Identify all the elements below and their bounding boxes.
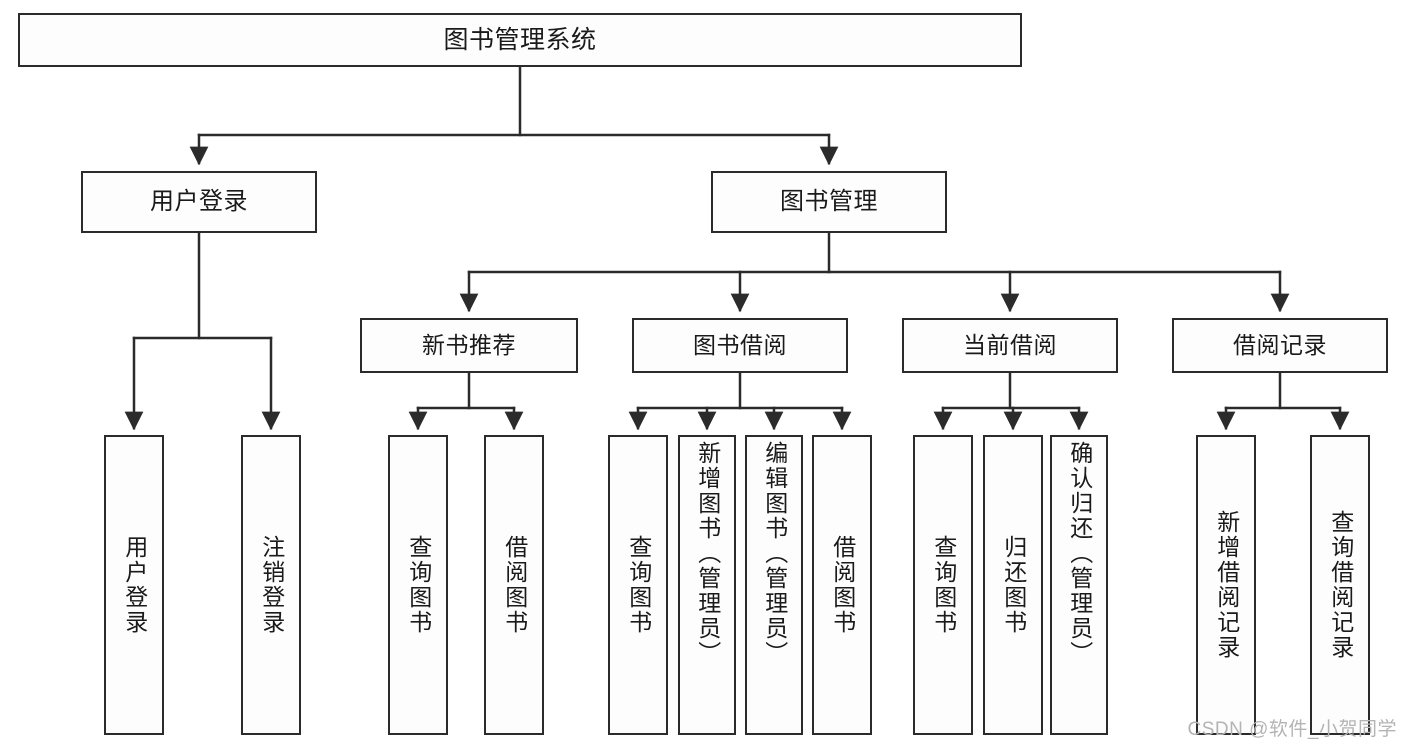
node-leaf-add-record[interactable]: 新增借阅记录 [1196, 435, 1256, 735]
node-leaf-query-book-1-label: 查询图书 [405, 535, 432, 635]
node-current-borrow-label: 当前借阅 [963, 332, 1057, 359]
node-leaf-query-book-3[interactable]: 查询图书 [913, 435, 973, 735]
node-user-login-label: 用户登录 [150, 188, 248, 216]
leaf-text-wrap: 借阅图书 [814, 437, 870, 733]
node-leaf-edit-book-label: 编辑图书（管理员） [761, 441, 788, 666]
node-leaf-borrow-book-1-label: 借阅图书 [501, 535, 528, 635]
node-root-label: 图书管理系统 [443, 25, 597, 54]
node-leaf-query-book-2-label: 查询图书 [625, 535, 652, 635]
node-book-manage-label: 图书管理 [780, 188, 878, 216]
node-leaf-return-book-label: 归还图书 [1000, 535, 1027, 635]
node-new-book-rec-label: 新书推荐 [422, 332, 516, 359]
node-user-login[interactable]: 用户登录 [81, 171, 317, 233]
node-borrow-record-label: 借阅记录 [1233, 332, 1327, 359]
connectors-borrow-record-to-leaves [1216, 371, 1350, 431]
node-current-borrow[interactable]: 当前借阅 [902, 318, 1118, 373]
node-leaf-confirm-return[interactable]: 确认归还（管理员） [1050, 435, 1108, 735]
node-leaf-query-book-1[interactable]: 查询图书 [388, 435, 448, 735]
node-leaf-logout-label: 注销登录 [258, 535, 285, 635]
connectors-book-manage-to-level3 [459, 231, 1290, 313]
leaf-text-wrap: 归还图书 [985, 437, 1041, 733]
node-leaf-query-book-2[interactable]: 查询图书 [608, 435, 668, 735]
node-book-borrow[interactable]: 图书借阅 [632, 318, 848, 373]
node-leaf-user-login-label: 用户登录 [121, 535, 148, 635]
node-leaf-borrow-book-1[interactable]: 借阅图书 [484, 435, 544, 735]
connectors-current-borrow-to-leaves [933, 371, 1089, 431]
node-leaf-add-book-label: 新增图书（管理员） [694, 441, 721, 666]
node-leaf-confirm-return-label: 确认归还（管理员） [1066, 441, 1093, 666]
connectors-book-borrow-to-leaves [628, 371, 852, 431]
leaf-text-wrap: 借阅图书 [486, 437, 542, 733]
leaf-text-wrap: 用户登录 [106, 437, 162, 733]
node-leaf-user-login[interactable]: 用户登录 [104, 435, 164, 735]
leaf-text-wrap: 查询借阅记录 [1312, 437, 1368, 733]
node-book-borrow-label: 图书借阅 [693, 332, 787, 359]
node-leaf-query-record-label: 查询借阅记录 [1327, 510, 1354, 660]
leaf-text-wrap: 查询图书 [390, 437, 446, 733]
node-root-system[interactable]: 图书管理系统 [18, 13, 1022, 67]
node-leaf-borrow-book-2[interactable]: 借阅图书 [812, 435, 872, 735]
node-leaf-query-record[interactable]: 查询借阅记录 [1310, 435, 1370, 735]
leaf-text-wrap: 新增图书（管理员） [680, 437, 734, 733]
leaf-text-wrap: 注销登录 [243, 437, 299, 733]
node-leaf-logout[interactable]: 注销登录 [241, 435, 301, 735]
leaf-text-wrap: 编辑图书（管理员） [747, 437, 801, 733]
node-leaf-add-book[interactable]: 新增图书（管理员） [678, 435, 736, 735]
leaf-text-wrap: 确认归还（管理员） [1052, 437, 1106, 733]
node-leaf-return-book[interactable]: 归还图书 [983, 435, 1043, 735]
leaf-text-wrap: 查询图书 [610, 437, 666, 733]
node-leaf-query-book-3-label: 查询图书 [930, 535, 957, 635]
connectors-root-to-level2 [189, 65, 839, 166]
node-new-book-rec[interactable]: 新书推荐 [360, 318, 578, 373]
node-leaf-borrow-book-2-label: 借阅图书 [829, 535, 856, 635]
node-borrow-record[interactable]: 借阅记录 [1172, 318, 1388, 373]
leaf-text-wrap: 查询图书 [915, 437, 971, 733]
connectors-user-login-to-leaves [124, 231, 281, 431]
connectors-new-book-rec-to-leaves [408, 371, 524, 431]
node-book-manage[interactable]: 图书管理 [711, 171, 947, 233]
node-leaf-edit-book[interactable]: 编辑图书（管理员） [745, 435, 803, 735]
leaf-text-wrap: 新增借阅记录 [1198, 437, 1254, 733]
node-leaf-add-record-label: 新增借阅记录 [1213, 510, 1240, 660]
